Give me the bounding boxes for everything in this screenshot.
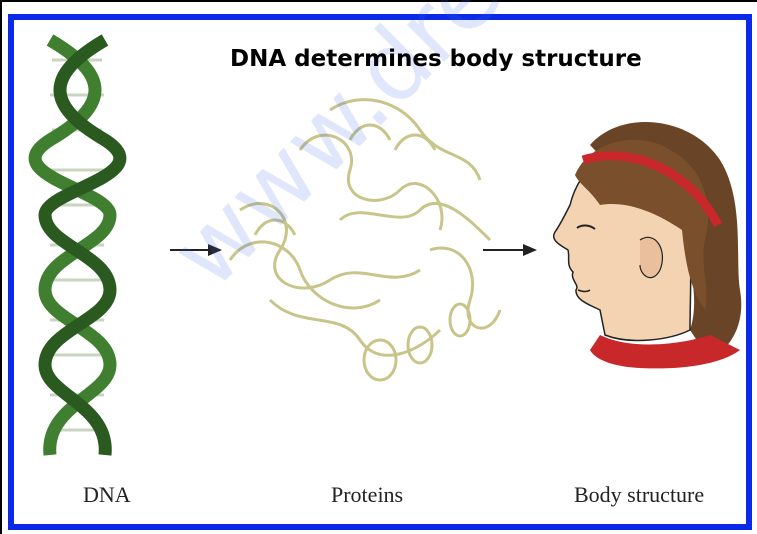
label-dna: DNA <box>83 482 131 508</box>
head-profile-illustration <box>554 122 742 368</box>
diagram-title: DNA determines body structure <box>230 46 642 72</box>
protein-structure-illustration <box>230 100 500 380</box>
dna-helix-illustration <box>35 40 120 455</box>
ear <box>640 237 662 277</box>
arrow-proteins-to-body <box>483 244 537 256</box>
label-proteins: Proteins <box>331 482 403 508</box>
arrow-dna-to-proteins <box>170 244 222 256</box>
red-collar <box>590 335 740 368</box>
label-body-structure: Body structure <box>574 482 704 508</box>
